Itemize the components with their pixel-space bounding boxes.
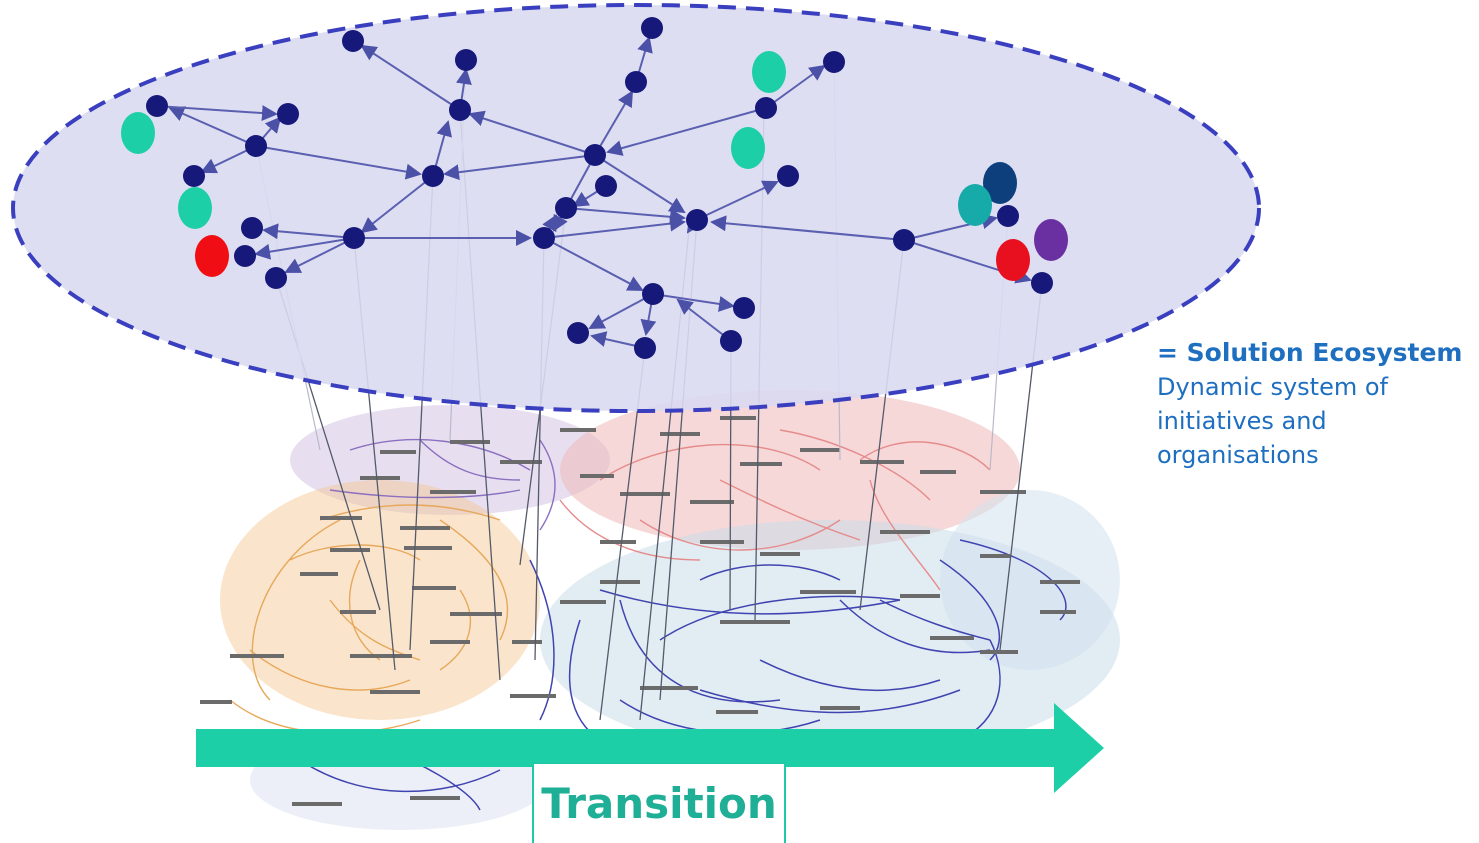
- network-node: [183, 165, 205, 187]
- network-node: [720, 330, 742, 352]
- network-node: [755, 97, 777, 119]
- network-node: [625, 71, 647, 93]
- network-node: [555, 197, 577, 219]
- legend-title: = Solution Ecosystem: [1157, 338, 1463, 367]
- teal-marker: [178, 187, 212, 229]
- transition-label-box: Transition: [532, 762, 786, 843]
- network-node: [567, 322, 589, 344]
- red-marker: [195, 235, 229, 277]
- purple-marker: [1034, 219, 1068, 261]
- network-node: [533, 227, 555, 249]
- network-node: [997, 205, 1019, 227]
- solution-ecosystem-ellipse: [11, 3, 1261, 413]
- network-node: [686, 209, 708, 231]
- network-node: [342, 30, 364, 52]
- network-node: [733, 297, 755, 319]
- legend: = Solution Ecosystem Dynamic system of i…: [1157, 336, 1472, 472]
- network-node: [422, 165, 444, 187]
- dark-teal-marker: [958, 184, 992, 226]
- causal-loop-diagram: [200, 390, 1120, 830]
- red-marker: [996, 239, 1030, 281]
- network-node: [265, 267, 287, 289]
- highlighted-initiatives: [121, 51, 1068, 281]
- cld-region-orange: [220, 480, 540, 720]
- network-node: [584, 144, 606, 166]
- network-node: [777, 165, 799, 187]
- legend-description: Dynamic system of initiatives and organi…: [1157, 373, 1388, 469]
- dark-blue-marker: [983, 162, 1017, 204]
- network-node: [343, 227, 365, 249]
- transition-arrow: [196, 703, 1104, 793]
- network-node: [455, 49, 477, 71]
- teal-marker: [752, 51, 786, 93]
- transition-label: Transition: [541, 779, 777, 828]
- teal-marker: [121, 112, 155, 154]
- network-node: [277, 103, 299, 125]
- cld-red-loops: [559, 429, 991, 591]
- network-node: [823, 51, 845, 73]
- ecosystem-edges: [156, 36, 1032, 349]
- network-node: [146, 95, 168, 117]
- network-node: [642, 283, 664, 305]
- network-node: [449, 99, 471, 121]
- network-node: [595, 175, 617, 197]
- network-node: [641, 17, 663, 39]
- network-node: [893, 229, 915, 251]
- network-node: [634, 337, 656, 359]
- network-node: [234, 245, 256, 267]
- network-node: [241, 217, 263, 239]
- network-node: [245, 135, 267, 157]
- cld-region-blue-right: [940, 490, 1120, 670]
- network-node: [1031, 272, 1053, 294]
- ecosystem-nodes: [146, 17, 1053, 359]
- teal-marker: [731, 127, 765, 169]
